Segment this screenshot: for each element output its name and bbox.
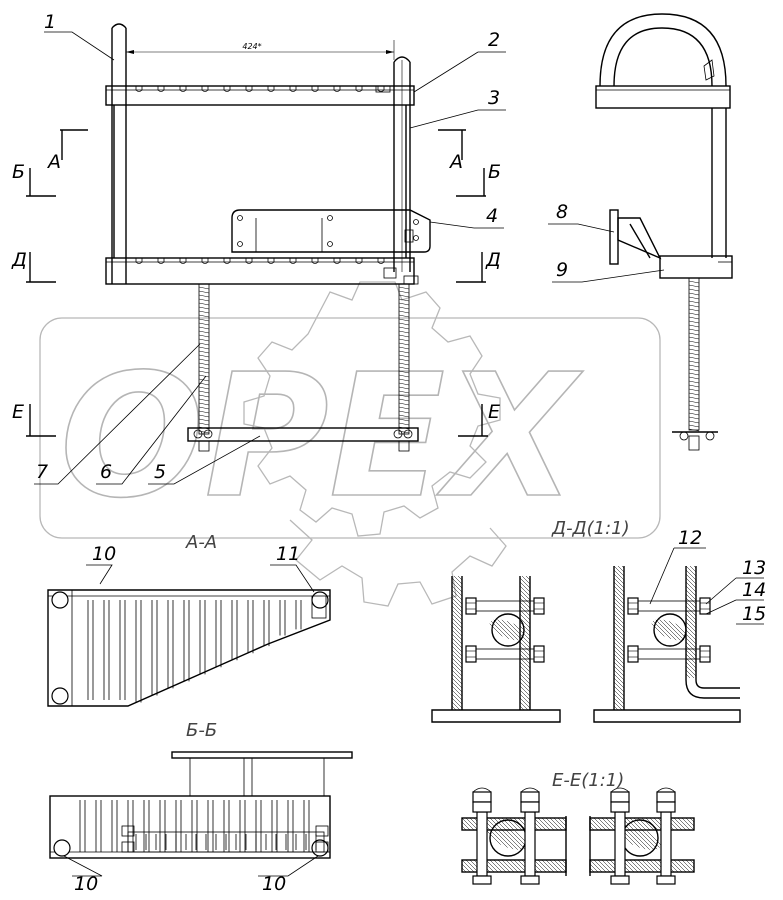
callout-9: 9 (556, 259, 568, 281)
dimension-424: 424* (125, 40, 395, 60)
callout-1: 1 (44, 11, 56, 33)
section-title-dd: Д-Д(1:1) (551, 518, 630, 539)
callout-8: 8 (556, 201, 568, 223)
callout-10-aa: 10 (92, 543, 116, 565)
section-mark-b-left: Б (12, 161, 25, 183)
section-titles: А-А Б-Б Д-Д(1:1) Е-Е(1:1) (185, 518, 630, 791)
section-bb (49, 751, 353, 859)
callout-13: 13 (742, 557, 766, 579)
callout-10-bb-right: 10 (262, 873, 286, 895)
section-mark-e-right: Е (488, 401, 500, 423)
watermark-text: OPEX (60, 338, 584, 536)
callout-6: 6 (100, 461, 112, 483)
section-markers: А А Б Б Д Д Е Е (11, 129, 501, 437)
section-mark-a-right: А (448, 151, 463, 173)
callout-2: 2 (488, 29, 500, 51)
callout-14: 14 (742, 579, 766, 601)
opex-watermark: OPEX (39, 281, 661, 607)
callout-leaders (34, 31, 764, 877)
callout-15: 15 (742, 603, 766, 625)
side-view (595, 13, 733, 451)
front-view (105, 23, 431, 452)
callout-labels: 1 2 3 4 5 6 7 8 9 10 11 12 13 14 15 10 1… (36, 11, 766, 895)
rod-threads (198, 280, 700, 434)
callout-3: 3 (488, 87, 500, 109)
callout-4: 4 (486, 205, 498, 227)
section-mark-a-left: А (46, 151, 61, 173)
callout-7: 7 (36, 461, 48, 483)
bar-notches (135, 86, 385, 264)
callout-11: 11 (276, 543, 300, 565)
section-dd (431, 565, 741, 723)
callout-5: 5 (154, 461, 166, 483)
dimension-text: 424* (242, 42, 261, 51)
section-mark-b-right: Б (488, 161, 501, 183)
callout-12: 12 (678, 527, 702, 549)
section-title-aa: А-А (185, 532, 217, 553)
section-mark-d-right: Д (485, 249, 501, 271)
section-title-bb: Б-Б (186, 720, 217, 741)
section-title-ee: Е-Е(1:1) (552, 770, 624, 791)
section-ee (461, 787, 695, 885)
section-mark-e-left: Е (12, 401, 24, 423)
section-aa (47, 589, 331, 707)
callout-10-bb-left: 10 (74, 873, 98, 895)
section-mark-d-left: Д (11, 249, 27, 271)
